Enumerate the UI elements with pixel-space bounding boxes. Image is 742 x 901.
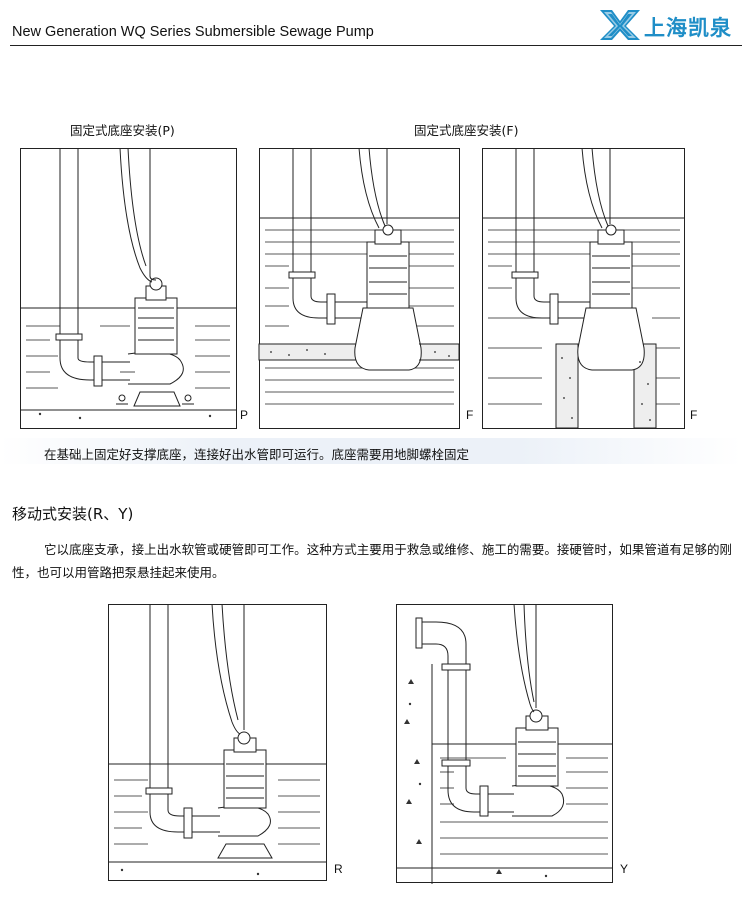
kaiquan-logo-icon [600, 10, 640, 40]
mobile-r-diagram [108, 603, 327, 881]
mobile-paragraph: 它以底座支承，接上出水软管或硬管即可工作。这种方式主要用于救急或维修、施工的需要… [12, 542, 732, 580]
mobile-section-title: 移动式安装(R、Y) [12, 505, 134, 523]
fig-letter-p: P [240, 408, 249, 422]
logo-text: 上海凯泉 [644, 16, 732, 40]
mobile-y-diagram [396, 603, 613, 884]
fig-letter-y: Y [620, 862, 629, 876]
faint-watermark-band [0, 438, 742, 464]
fig-letter-r: R [334, 862, 343, 876]
fixed-f-diagram-a [258, 147, 460, 429]
fig-letter-f1: F [466, 408, 474, 422]
company-logo: 上海凯泉 [598, 4, 742, 44]
fixed-p-diagram [20, 147, 237, 429]
fixed-f-label: 固定式底座安装(F) [414, 123, 519, 138]
header-divider [10, 45, 742, 46]
page-header-title: New Generation WQ Series Submersible Sew… [12, 24, 374, 40]
fixed-p-label: 固定式底座安装(P) [70, 123, 175, 138]
fixed-caption: 在基础上固定好支撑底座，连接好出水管即可运行。底座需要用地脚螺栓固定 [44, 447, 470, 462]
fig-letter-f2: F [690, 408, 698, 422]
fixed-f-diagram-b [482, 147, 685, 429]
